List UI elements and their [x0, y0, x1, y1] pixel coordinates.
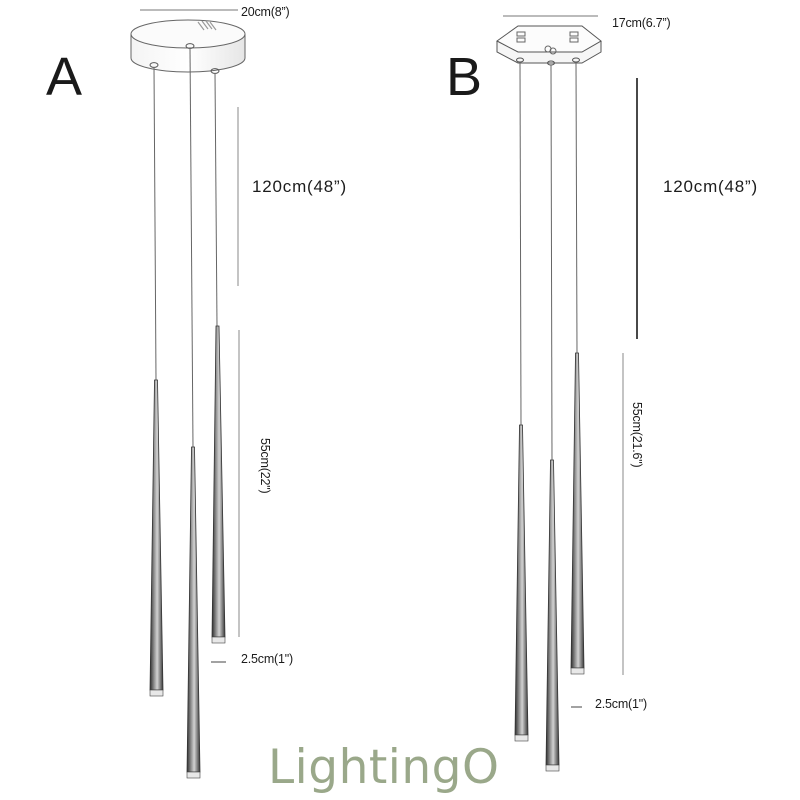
b-tube-diameter-label: 2.5cm(1") — [595, 697, 647, 711]
a-canopy-width-label: 20cm(8”) — [241, 5, 290, 19]
b-pendant-tube-right — [570, 352, 585, 675]
a-pendant-tube-right — [211, 325, 226, 644]
a-round-canopy — [130, 19, 246, 74]
b-canopy-width-label: 17cm(6.7”) — [612, 16, 671, 30]
b-hexagonal-canopy — [496, 25, 602, 66]
a-tube-length-label: 55cm(22") — [258, 438, 272, 494]
variant-a-letter: A — [46, 47, 83, 107]
b-pendant-tube-center — [545, 459, 560, 772]
a-tube-diameter-label: 2.5cm(1") — [241, 652, 293, 666]
b-pendant-tube-left — [514, 424, 529, 742]
b-tube-length-label: 55cm(21.6") — [630, 402, 644, 468]
brand-watermark: LightingO — [268, 740, 500, 795]
b-cable-length-label: 120cm(48”) — [663, 177, 758, 196]
a-pendant-tube-left — [149, 379, 164, 697]
a-pendant-tube-center — [186, 446, 201, 779]
a-cable-length-label: 120cm(48”) — [252, 177, 347, 196]
variant-b-letter: B — [446, 47, 483, 107]
a-suspension-cables — [153, 47, 218, 448]
b-suspension-cables — [519, 61, 578, 461]
